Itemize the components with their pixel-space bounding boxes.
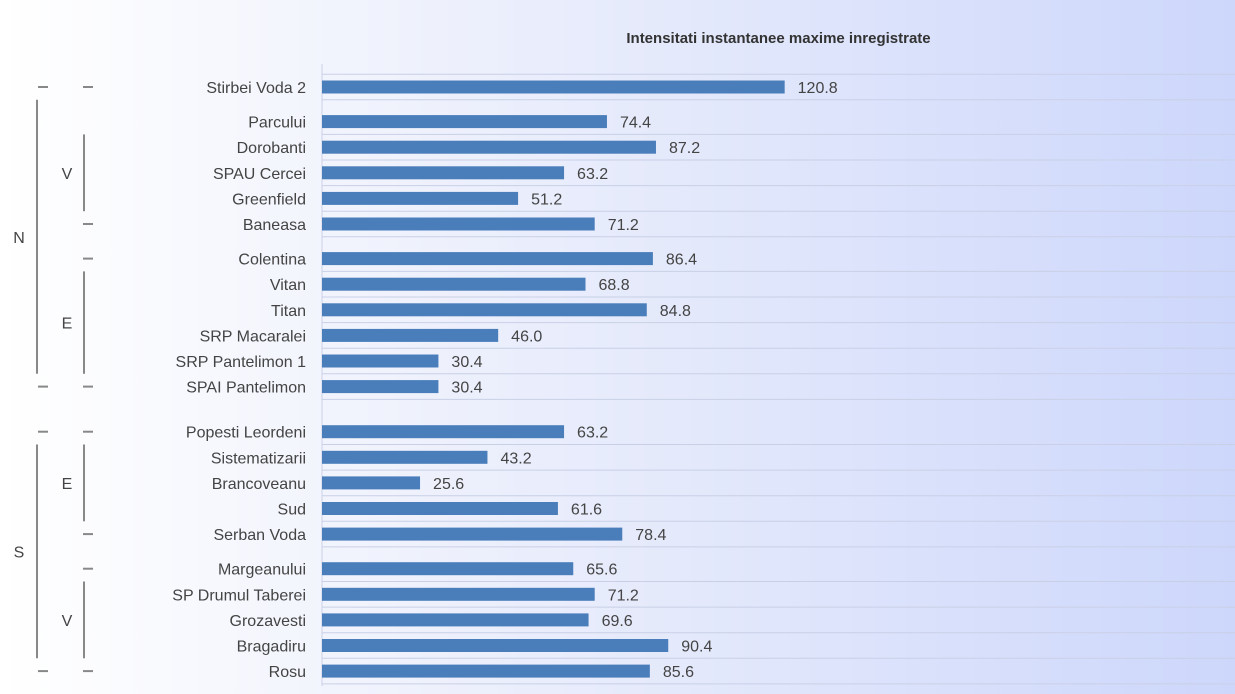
- bar: [322, 502, 558, 515]
- value-label: 71.2: [608, 587, 639, 604]
- value-label: 61.6: [571, 502, 602, 519]
- category-label: Margeanului: [218, 562, 306, 579]
- category-label: Grozavesti: [230, 613, 306, 630]
- value-label: 71.2: [608, 217, 639, 234]
- bar: [322, 425, 565, 439]
- value-label: 43.2: [500, 450, 531, 467]
- bar: [322, 328, 499, 342]
- subgroup-label: E: [62, 316, 73, 333]
- bar: [322, 613, 589, 627]
- bar: [322, 191, 519, 205]
- bar: [322, 476, 421, 490]
- category-label: Dorobanti: [237, 140, 306, 157]
- bar: [322, 450, 488, 464]
- category-label: SPAI Pantelimon: [186, 380, 306, 397]
- value-label: 120.8: [798, 80, 838, 97]
- group-label: N: [13, 230, 25, 247]
- category-label: SP Drumul Taberei: [172, 587, 306, 604]
- category-label: Titan: [271, 303, 306, 320]
- category-label: Sud: [278, 502, 306, 519]
- value-label: 30.4: [451, 380, 482, 397]
- category-label: SPAU Cercei: [213, 166, 306, 183]
- bar: [322, 252, 653, 266]
- category-label: Greenfield: [232, 191, 306, 208]
- bar: [322, 562, 574, 576]
- category-label: Bragadiru: [237, 639, 306, 656]
- value-label: 87.2: [669, 140, 700, 157]
- value-label: 86.4: [666, 252, 697, 269]
- subgroup-label: V: [62, 166, 73, 183]
- category-label: Brancoveanu: [212, 476, 306, 493]
- category-label: Serban Voda: [213, 527, 306, 544]
- value-label: 78.4: [635, 527, 666, 544]
- category-label: Colentina: [238, 252, 306, 269]
- bar: [322, 354, 439, 368]
- chart-title: Intensitati instantanee maxime inregistr…: [626, 30, 931, 47]
- value-label: 90.4: [681, 639, 712, 656]
- bar: [322, 303, 647, 317]
- bar: [322, 587, 595, 601]
- category-label: Stirbei Voda 2: [206, 80, 306, 97]
- value-label: 65.6: [586, 562, 617, 579]
- value-label: 63.2: [577, 425, 608, 442]
- value-label: 51.2: [531, 191, 562, 208]
- bar: [322, 639, 669, 652]
- value-label: 25.6: [433, 476, 464, 493]
- bar: [322, 80, 785, 94]
- bar: [322, 166, 565, 180]
- value-label: 63.2: [577, 166, 608, 183]
- value-label: 74.4: [620, 115, 651, 132]
- bar: [322, 217, 595, 231]
- value-label: 85.6: [663, 664, 694, 681]
- value-label: 46.0: [511, 328, 542, 345]
- value-label: 84.8: [660, 303, 691, 320]
- category-label: Popesti Leordeni: [186, 425, 306, 442]
- category-label: Sistematizarii: [211, 450, 306, 467]
- bar: [322, 664, 650, 678]
- category-label: Parcului: [248, 115, 306, 132]
- bar: [322, 140, 656, 154]
- group-label: S: [14, 544, 25, 561]
- category-label: Baneasa: [243, 217, 306, 234]
- value-label: 30.4: [451, 354, 482, 371]
- subgroup-label: V: [62, 613, 73, 630]
- category-label: SRP Macaralei: [200, 328, 306, 345]
- bar: [322, 277, 586, 291]
- bar: [322, 380, 439, 394]
- subgroup-label: E: [62, 476, 73, 493]
- category-label: SRP Pantelimon 1: [176, 354, 307, 371]
- value-label: 69.6: [602, 613, 633, 630]
- category-label: Vitan: [270, 277, 306, 294]
- bar: [322, 115, 607, 129]
- value-label: 68.8: [599, 277, 630, 294]
- category-label: Rosu: [269, 664, 306, 681]
- bar: [322, 527, 623, 541]
